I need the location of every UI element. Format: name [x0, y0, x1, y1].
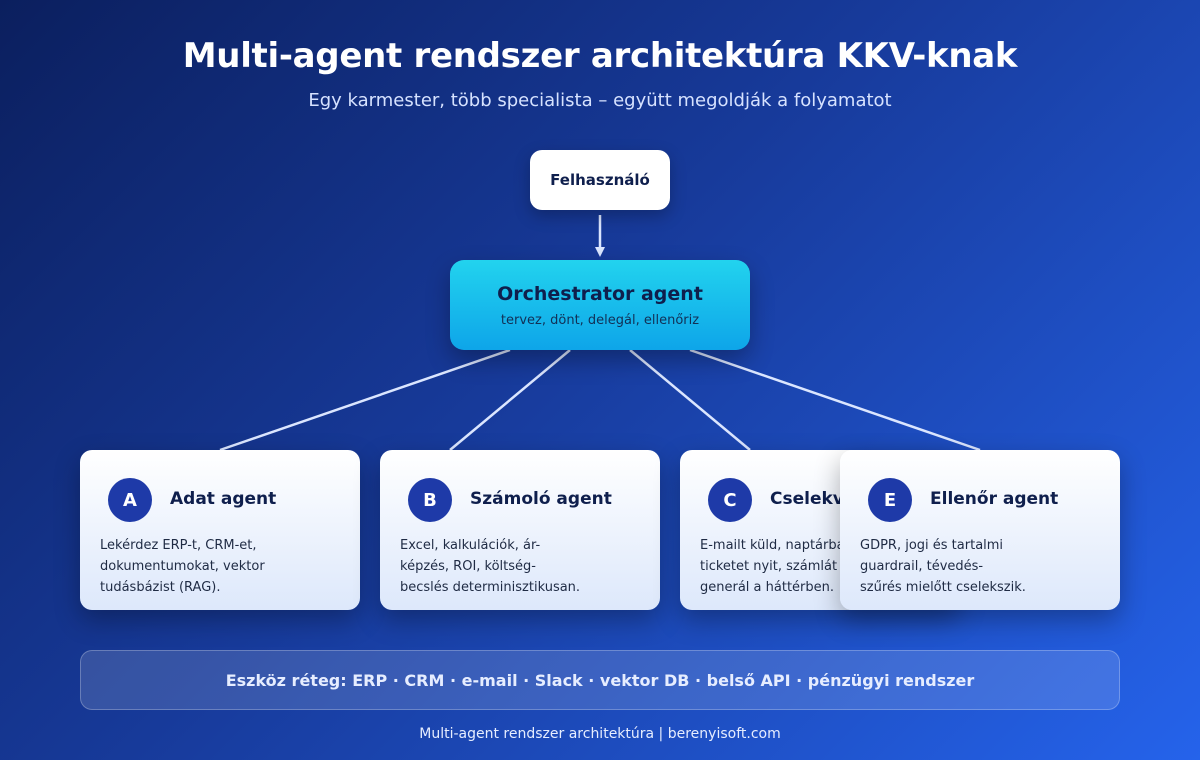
agent-badge: C — [708, 478, 752, 522]
agent-badge: A — [108, 478, 152, 522]
agent-description: E-mailt küld, naptárba ticketet nyit, sz… — [700, 538, 845, 595]
agent-description: GDPR, jogi és tartalmi guardrail, tévedé… — [860, 538, 1026, 595]
orchestrator-subtitle: tervez, dönt, delegál, ellenőriz — [500, 312, 700, 328]
connector-line-a — [219, 348, 511, 452]
connector-line-e — [689, 348, 981, 452]
orchestrator-title: Orchestrator agent — [497, 282, 703, 305]
agent-description: Excel, kalkulációk, ár- képzés, ROI, köl… — [400, 538, 581, 595]
agent-card-calc: B Számoló agent Excel, kalkulációk, ár- … — [380, 450, 660, 610]
page-subtitle: Egy karmester, több specialista – együtt… — [308, 90, 892, 111]
agent-card-checker: E Ellenőr agent GDPR, jogi és tartalmi g… — [840, 450, 1120, 610]
user-node: Felhasználó — [530, 150, 670, 210]
agent-title: Ellenőr agent — [930, 489, 1059, 509]
tools-layer-label: Eszköz réteg: ERP · CRM · e-mail · Slack… — [225, 670, 975, 690]
page-title: Multi-agent rendszer architektúra KKV-kn… — [182, 36, 1018, 76]
agent-badge: B — [408, 478, 452, 522]
connector-line-c — [629, 349, 751, 451]
connector-line-b — [449, 349, 571, 451]
agent-title: Adat agent — [170, 489, 277, 509]
agent-badge: E — [868, 478, 912, 522]
agent-title: Számoló agent — [470, 489, 612, 509]
tools-layer-bar: Eszköz réteg: ERP · CRM · e-mail · Slack… — [80, 650, 1120, 710]
agent-description: Lekérdez ERP-t, CRM-et, dokumentumokat, … — [100, 538, 265, 595]
user-node-label: Felhasználó — [550, 171, 650, 189]
agent-card-data: A Adat agent Lekérdez ERP-t, CRM-et, dok… — [80, 450, 360, 610]
footer-credit: Multi-agent rendszer architektúra | bere… — [419, 726, 781, 742]
orchestrator-node: Orchestrator agent tervez, dönt, delegál… — [450, 260, 750, 350]
